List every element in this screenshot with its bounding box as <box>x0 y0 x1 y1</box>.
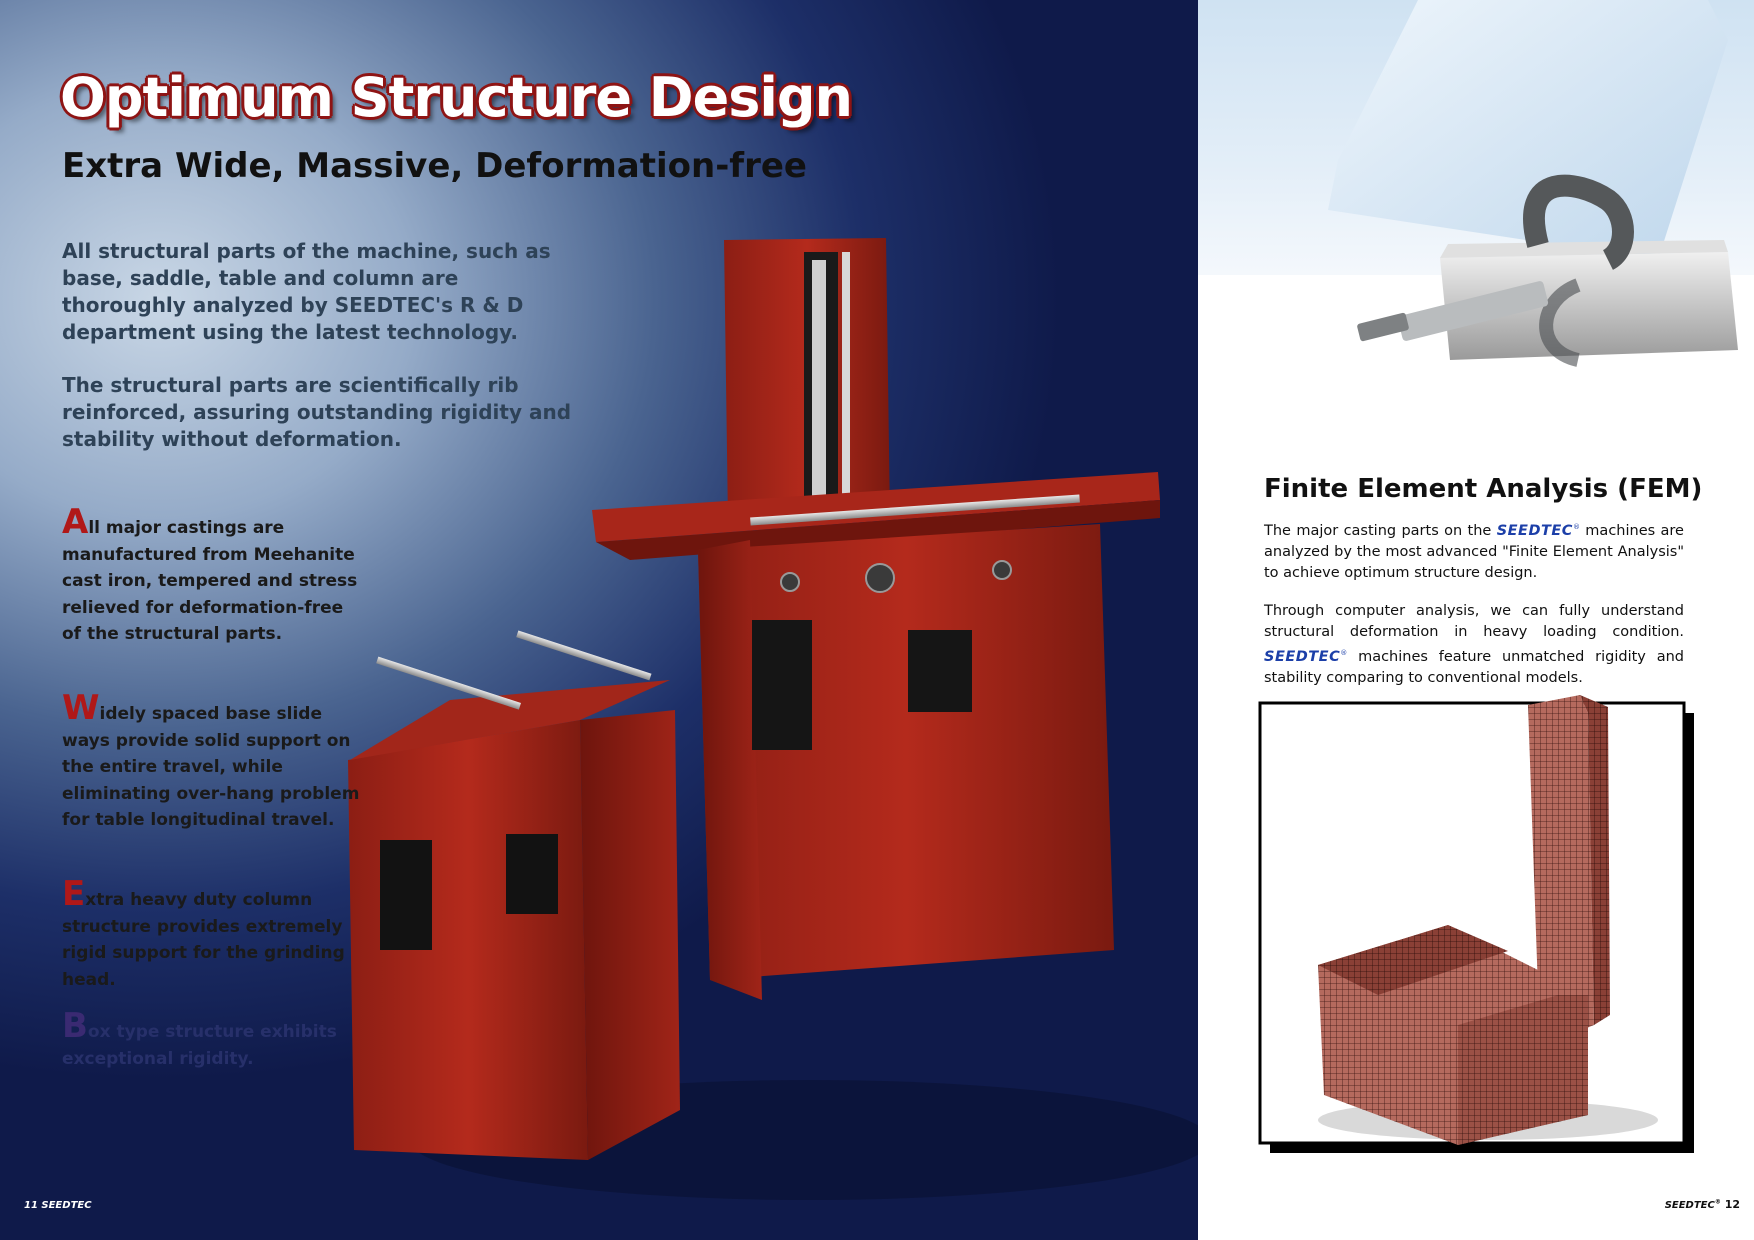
fem-mesh-figure <box>1258 695 1694 1153</box>
feature-text: idely spaced base slide ways provide sol… <box>62 704 360 830</box>
seedtec-brand: SEEDTEC <box>1496 522 1573 539</box>
feature-text: ox type structure exhibits exceptional r… <box>62 1022 337 1069</box>
feature-box-structure: Box type structure exhibits exceptional … <box>62 1009 362 1072</box>
page-number-left: 11 SEEDTEC <box>24 1200 92 1211</box>
page-number: 12 <box>1724 1198 1740 1211</box>
drop-cap: A <box>62 502 89 542</box>
page-subtitle: Extra Wide, Massive, Deformation-free <box>62 146 807 186</box>
feature-slide-ways: Widely spaced base slide ways provide so… <box>62 691 362 834</box>
feature-text: ll major castings are manufactured from … <box>62 518 358 644</box>
intro-paragraph-1: All structural parts of the machine, suc… <box>62 239 551 344</box>
feature-castings: All major castings are manufactured from… <box>62 505 362 648</box>
fem-text: Through computer analysis, we can fully … <box>1264 603 1684 640</box>
drop-cap: B <box>62 1006 88 1046</box>
seedtec-brand: SEEDTEC <box>1264 648 1341 665</box>
machine-castings-photo <box>348 238 1198 1200</box>
page-title: Optimum Structure Design <box>60 66 853 129</box>
fem-heading: Finite Element Analysis (FEM) <box>1264 474 1703 504</box>
fem-text: machines feature unmatched rigidity and … <box>1264 648 1684 686</box>
feature-column: Extra heavy duty column structure provid… <box>62 877 362 993</box>
page-number-right: SEEDTEC® 12 <box>1664 1198 1740 1211</box>
drop-cap: E <box>62 874 86 914</box>
intro-paragraph-2: The structural parts are scientifically … <box>62 373 572 451</box>
right-page: Finite Element Analysis (FEM) The major … <box>1198 0 1754 1240</box>
left-page: Optimum Structure Design Extra Wide, Mas… <box>0 0 1198 1240</box>
fem-paragraph-2: Through computer analysis, we can fully … <box>1264 603 1684 686</box>
feature-text: xtra heavy duty column structure provide… <box>62 890 345 990</box>
drop-cap: W <box>62 688 100 728</box>
fem-text: The major casting parts on the <box>1264 522 1497 539</box>
micrometer-photo <box>1328 0 1738 367</box>
fem-paragraph-1: The major casting parts on the SEEDTEC® … <box>1264 522 1684 581</box>
seedtec-brand: SEEDTEC <box>1664 1200 1715 1211</box>
fem-text: machines are analyzed by the most advanc… <box>1264 522 1684 581</box>
